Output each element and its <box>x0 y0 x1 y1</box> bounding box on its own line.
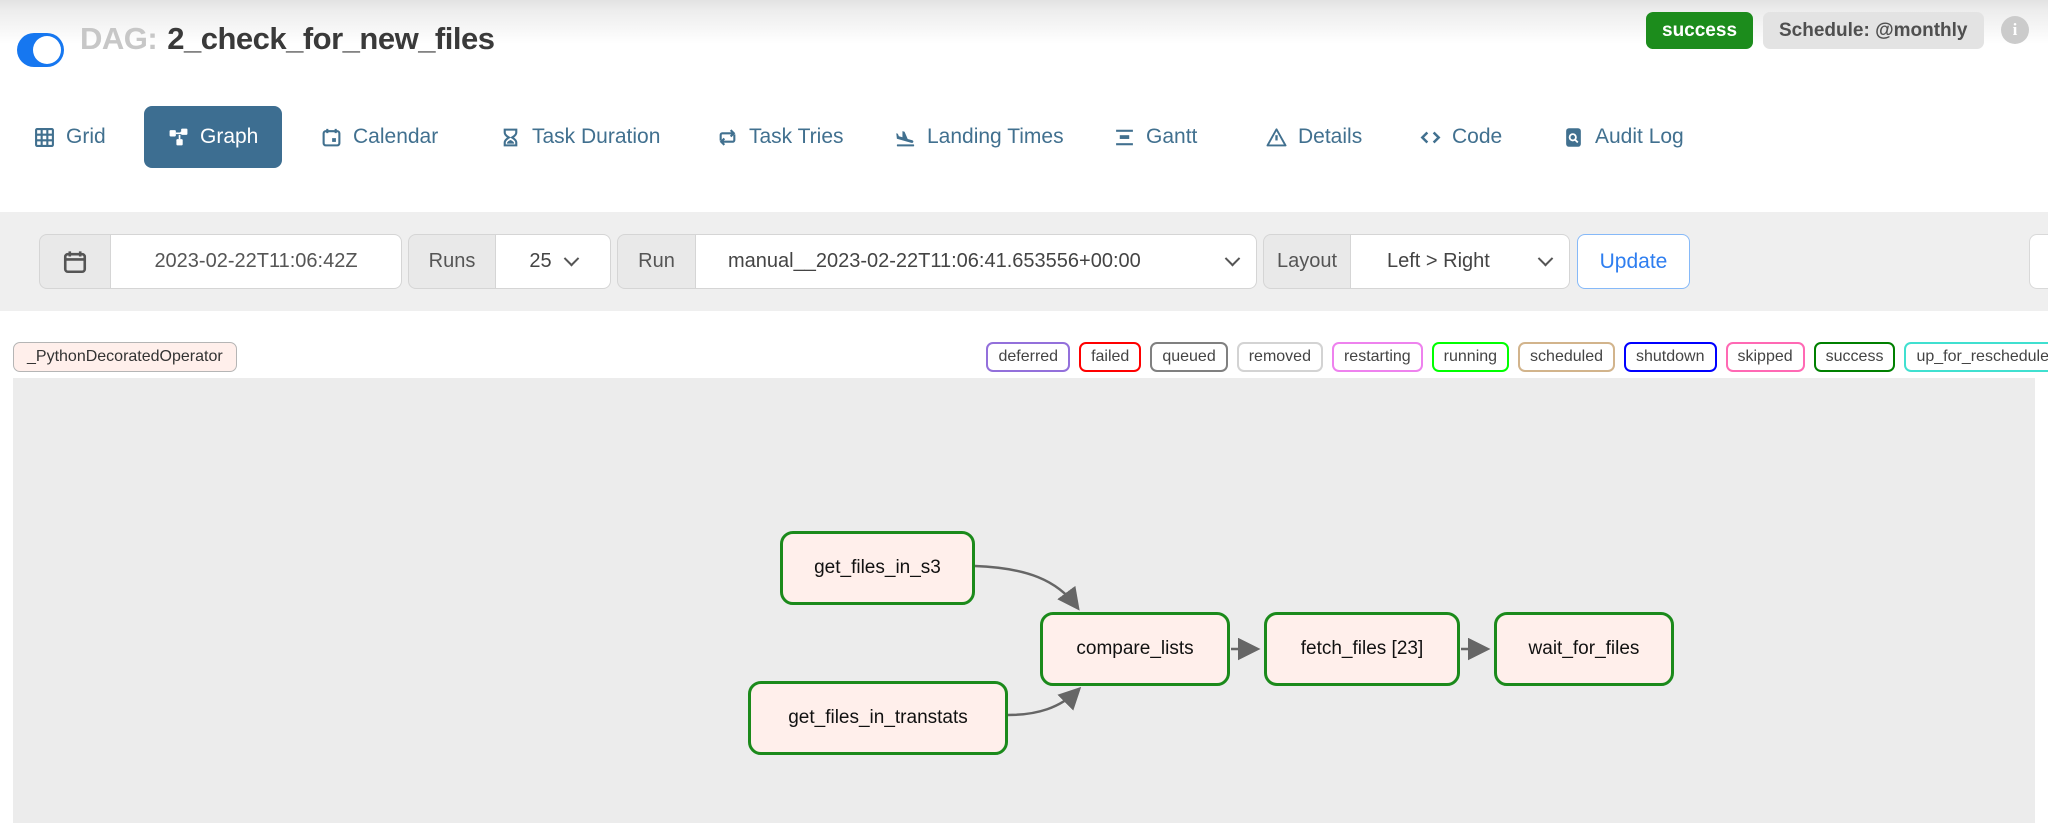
status-badge-skipped[interactable]: skipped <box>1725 342 1805 372</box>
base-date-input[interactable]: 2023-02-22T11:06:42Z <box>111 234 402 289</box>
run-select-value: manual__2023-02-22T11:06:41.653556+00:00 <box>728 250 1141 272</box>
dag-label: DAG: <box>80 21 158 56</box>
status-badge-deferred[interactable]: deferred <box>986 342 1071 372</box>
tab-calendar[interactable]: Calendar <box>321 106 438 168</box>
gantt-icon <box>1116 129 1133 145</box>
dag-pause-toggle[interactable] <box>17 33 64 67</box>
tab-label: Details <box>1298 125 1363 148</box>
graph-icon <box>169 128 188 145</box>
tab-task-tries[interactable]: Task Tries <box>717 106 844 168</box>
filter-toolbar: 2023-02-22T11:06:42Z Runs 25 Run manual_… <box>0 212 2048 311</box>
file-search-icon <box>1566 127 1581 147</box>
update-button[interactable]: Update <box>1577 234 1690 289</box>
filter-input-clipped[interactable] <box>2029 234 2048 289</box>
layout-select[interactable]: Left > Right <box>1351 234 1570 289</box>
runs-select[interactable]: 25 <box>496 234 611 289</box>
base-date-calendar-button[interactable] <box>39 234 111 289</box>
edge-transtats-to-compare <box>1007 686 1082 717</box>
tab-task-duration[interactable]: Task Duration <box>500 106 660 168</box>
tab-label: Audit Log <box>1595 125 1684 148</box>
tab-details[interactable]: Details <box>1266 106 1362 168</box>
layout-label: Layout <box>1263 234 1351 289</box>
status-badge-up-for-reschedule[interactable]: up_for_reschedule <box>1904 342 2048 372</box>
tab-label: Graph <box>200 125 259 148</box>
status-badge-success[interactable]: success <box>1813 342 1896 372</box>
code-icon <box>1420 131 1441 143</box>
info-icon[interactable]: i <box>2001 16 2029 44</box>
tab-label: Task Duration <box>532 125 661 148</box>
tab-landing-times[interactable]: Landing Times <box>895 106 1064 168</box>
layout-select-value: Left > Right <box>1387 250 1490 272</box>
repeat-icon <box>719 128 736 146</box>
tab-code[interactable]: Code <box>1420 106 1502 168</box>
calendar-icon <box>322 128 341 146</box>
dag-graph-canvas[interactable]: get_files_in_s3 get_files_in_transtats c… <box>13 378 2035 823</box>
status-badge-shutdown[interactable]: shutdown <box>1624 342 1717 372</box>
tab-graph[interactable]: Graph <box>144 106 283 168</box>
tab-label: Gantt <box>1146 125 1198 148</box>
status-badge-removed[interactable]: removed <box>1236 342 1323 372</box>
tab-gantt[interactable]: Gantt <box>1114 106 1197 168</box>
status-badge-queued[interactable]: queued <box>1150 342 1228 372</box>
task-node-get-files-in-s3[interactable]: get_files_in_s3 <box>780 531 975 605</box>
dag-edges <box>974 564 1491 717</box>
tab-audit-log[interactable]: Audit Log <box>1563 106 1684 168</box>
tab-grid[interactable]: Grid <box>34 106 106 168</box>
run-select[interactable]: manual__2023-02-22T11:06:41.653556+00:00 <box>696 234 1257 289</box>
status-badge-scheduled[interactable]: scheduled <box>1518 342 1615 372</box>
view-tabbar: Grid Graph Calendar Task Duration Task T… <box>0 106 2048 168</box>
chevron-down-icon <box>563 250 579 267</box>
run-label: Run <box>617 234 696 289</box>
calendar-icon <box>63 250 87 273</box>
tab-label: Code <box>1452 125 1503 148</box>
task-node-compare-lists[interactable]: compare_lists <box>1040 612 1230 686</box>
status-legend-row: deferred failed queued removed restartin… <box>986 342 2048 372</box>
chevron-down-icon <box>1537 250 1554 267</box>
tab-label: Task Tries <box>749 125 844 148</box>
legend-operator-badge[interactable]: _PythonDecoratedOperator <box>13 342 237 372</box>
chevron-down-icon <box>1224 250 1241 267</box>
grid-icon <box>35 127 54 147</box>
task-node-get-files-in-transtats[interactable]: get_files_in_transtats <box>748 681 1008 755</box>
tab-label: Landing Times <box>927 125 1064 148</box>
dag-name: 2_check_for_new_files <box>167 21 495 56</box>
warning-triangle-icon <box>1266 127 1287 146</box>
edge-s3-to-compare <box>974 564 1080 611</box>
plane-landing-icon <box>896 130 915 146</box>
hourglass-icon <box>503 128 518 146</box>
task-node-fetch-files[interactable]: fetch_files [23] <box>1264 612 1460 686</box>
status-badge-failed[interactable]: failed <box>1079 342 1142 372</box>
dag-run-status-badge: success <box>1646 12 1754 49</box>
status-badge-running[interactable]: running <box>1431 342 1510 372</box>
tab-label: Grid <box>66 125 106 148</box>
task-node-wait-for-files[interactable]: wait_for_files <box>1494 612 1674 686</box>
runs-select-value: 25 <box>529 250 552 272</box>
schedule-badge[interactable]: Schedule: @monthly <box>1763 12 1984 49</box>
page-title: DAG: 2_check_for_new_files <box>80 21 495 57</box>
tab-label: Calendar <box>353 125 439 148</box>
status-badge-restarting[interactable]: restarting <box>1331 342 1423 372</box>
runs-label: Runs <box>408 234 496 289</box>
toggle-knob <box>33 36 61 64</box>
